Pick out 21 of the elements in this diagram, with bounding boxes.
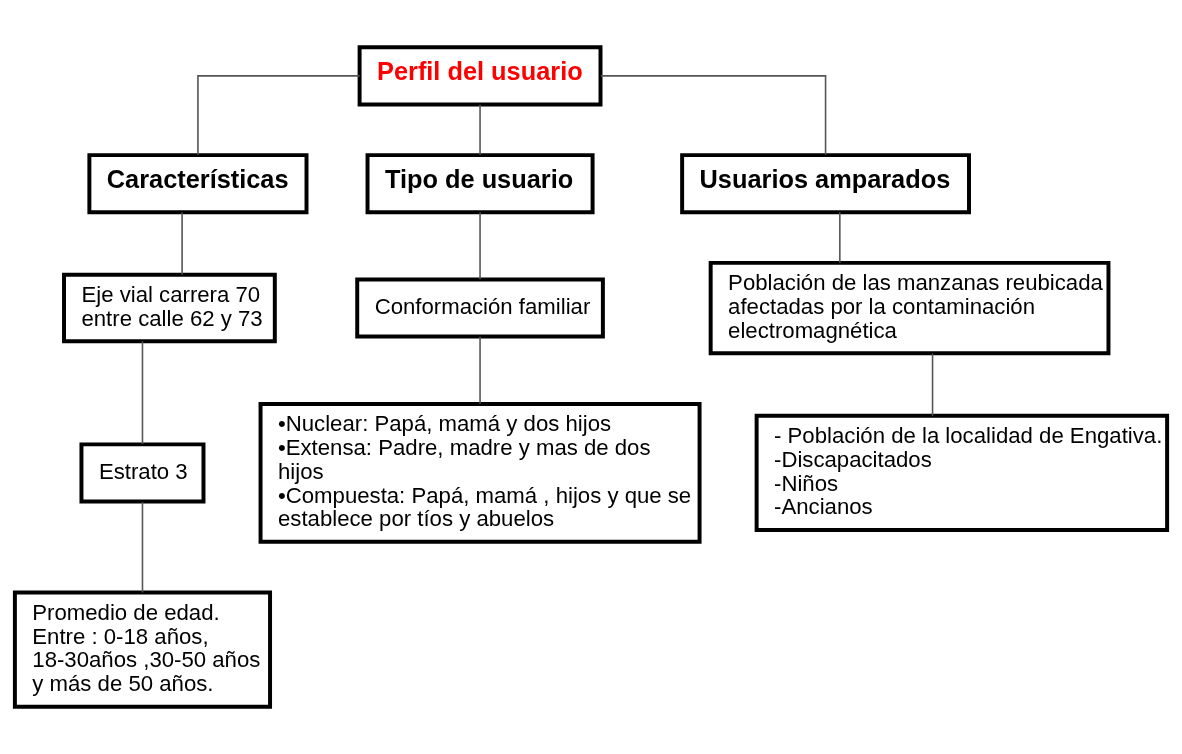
connector bbox=[479, 211, 481, 281]
connector bbox=[931, 352, 934, 417]
node-box: Promedio de edad. Entre : 0-18 años, 18-30años ,30-50 años y más de 50 años. bbox=[12, 590, 273, 709]
connector bbox=[600, 75, 827, 156]
node-box: Perfil del usuario bbox=[357, 45, 603, 107]
connector bbox=[839, 211, 841, 264]
node-box: Tipo de usuario bbox=[365, 153, 595, 215]
node-box: Eje vial carrera 70 entre calle 62 y 73 bbox=[62, 272, 277, 344]
connector bbox=[479, 103, 481, 156]
connector bbox=[197, 75, 361, 156]
node-box: •Nuclear: Papá, mamá y dos hijos •Extensa: Padre, madre y mas de dos hijos •Compuesta: Papá, mamá , hijos y que se establece por tíos y abuelos bbox=[258, 401, 702, 544]
node-box: Estrato 3 bbox=[79, 442, 206, 504]
connector bbox=[181, 211, 183, 276]
node-box: Usuarios amparados bbox=[680, 153, 971, 215]
node-box: Conformación familiar bbox=[355, 277, 605, 339]
node-box: Población de las manzanas reubicada afectadas por la contaminación electromagnética bbox=[708, 260, 1111, 356]
node-box: Características bbox=[87, 153, 309, 215]
connector bbox=[479, 336, 481, 405]
connector bbox=[141, 501, 144, 594]
connector bbox=[141, 340, 144, 445]
node-box: - Población de la localidad de Engativa. -Discapacitados -Niños -Ancianos bbox=[754, 413, 1170, 532]
